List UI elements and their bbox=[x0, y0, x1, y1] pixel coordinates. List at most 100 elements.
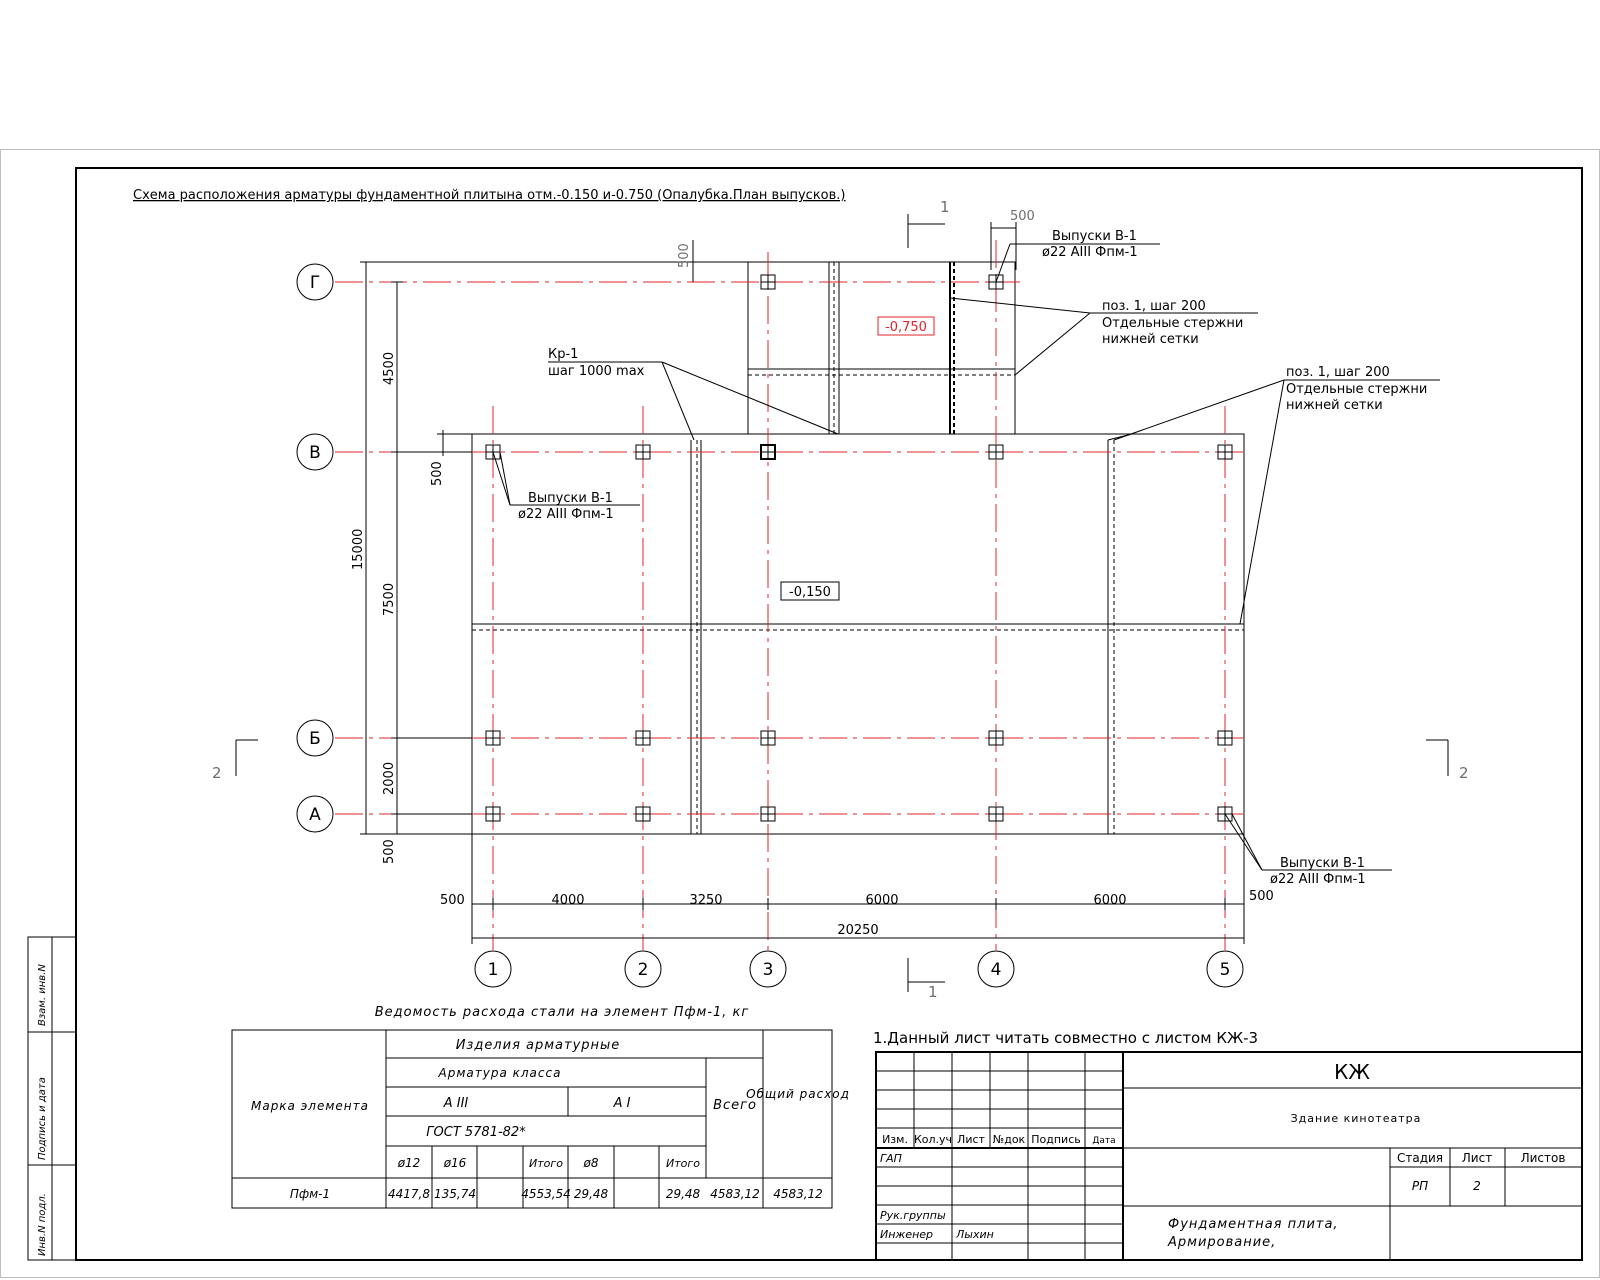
drawing-title: Схема расположения арматуры фундаментной… bbox=[133, 188, 846, 203]
steel-row-general: 4583,12 bbox=[773, 1187, 823, 1201]
steel-subcol-7: Итого bbox=[666, 1157, 700, 1170]
dim-h-500-top: 500 bbox=[1010, 209, 1035, 224]
callout-poz-top-3: нижней сетки bbox=[1102, 332, 1199, 347]
steel-subcol-1: ø12 bbox=[397, 1156, 421, 1170]
side-stamp-inv: Инв.N подл. bbox=[37, 1193, 48, 1256]
dim-h-4000: 4000 bbox=[551, 893, 584, 908]
axis-row-g: Г bbox=[310, 273, 320, 293]
dim-h-6000-b: 6000 bbox=[1093, 893, 1126, 908]
callout-release-right-1: Выпуски В-1 bbox=[1280, 856, 1365, 871]
steel-row-c2: 135,74 bbox=[434, 1187, 476, 1201]
dim-v-500-axis-v: 500 bbox=[430, 461, 445, 486]
side-stamp-replace: Взам. инв.N bbox=[37, 964, 48, 1026]
axis-col-5: 5 bbox=[1220, 960, 1231, 980]
stamp-sheet: 2 bbox=[1473, 1179, 1481, 1193]
horizontal-dimensions: 500 4000 3250 6000 6000 500 20250 500 bbox=[440, 209, 1274, 944]
callout-poz-right-2: Отдельные стержни bbox=[1286, 382, 1427, 397]
sheet-note: 1.Данный лист читать совместно с листом … bbox=[873, 1029, 1258, 1047]
stamp-code: КЖ bbox=[1334, 1060, 1370, 1084]
steel-row-c4: 4553,54 bbox=[521, 1187, 571, 1201]
steel-col-element: Марка элемента bbox=[251, 1099, 369, 1113]
steel-row-c1: 4417,8 bbox=[388, 1187, 430, 1201]
section-marker-1-bottom: 1 bbox=[907, 958, 945, 1001]
steel-row-c5: 29,48 bbox=[574, 1187, 609, 1201]
stamp-title-1: Фундаментная плита, bbox=[1168, 1217, 1339, 1232]
stamp-stage: РП bbox=[1412, 1179, 1428, 1193]
dim-h-500-left: 500 bbox=[440, 893, 465, 908]
callout-poz-top-1: поз. 1, шаг 200 bbox=[1102, 299, 1206, 314]
stamp-sheet-label: Лист bbox=[1462, 1151, 1492, 1165]
stamp-group-head: Рук.группы bbox=[880, 1209, 946, 1222]
column-axis-bubbles: 1 2 3 4 5 bbox=[474, 950, 1244, 988]
callout-poz-right-1: поз. 1, шаг 200 bbox=[1286, 365, 1390, 380]
stamp-engineer-name: Лыхин bbox=[955, 1228, 994, 1241]
dim-h-total: 20250 bbox=[837, 923, 878, 938]
axis-col-2: 2 bbox=[638, 960, 649, 980]
title-block: КЖ Здание кинотеатра Изм. Кол.уч Лист №д… bbox=[875, 1051, 1583, 1261]
vertical-dimensions: 15000 4500 7500 2000 500 500 500 bbox=[351, 240, 748, 864]
steel-subcol-4: Итого bbox=[529, 1157, 563, 1170]
callout-release-right-2: ø22 AIII Фпм-1 bbox=[1270, 872, 1366, 887]
callout-kr-2: шаг 1000 max bbox=[548, 364, 645, 379]
outlet-markers bbox=[485, 274, 1233, 822]
dim-h-500-right: 500 bbox=[1249, 889, 1274, 904]
stamp-header-list: Лист bbox=[957, 1133, 985, 1146]
axis-col-4: 4 bbox=[991, 960, 1002, 980]
axis-row-b: Б bbox=[309, 729, 321, 749]
steel-class-a3: А III bbox=[443, 1096, 469, 1111]
callout-poz-right-3: нижней сетки bbox=[1286, 398, 1383, 413]
page-border bbox=[0, 149, 1600, 1278]
steel-table: Ведомость расхода стали на элемент Пфм-1… bbox=[231, 1005, 850, 1209]
dim-v-500-bottom: 500 bbox=[382, 839, 397, 864]
callout-release-left-2: ø22 AIII Фпм-1 bbox=[518, 507, 614, 522]
callout-release-top-2: ø22 AIII Фпм-1 bbox=[1042, 245, 1138, 260]
section-marker-2-right: 2 bbox=[1426, 739, 1469, 782]
steel-subcol-5: ø8 bbox=[583, 1156, 599, 1170]
dim-v-7500: 7500 bbox=[382, 583, 397, 616]
slab-outline bbox=[471, 261, 1245, 835]
steel-table-caption: Ведомость расхода стали на элемент Пфм-1… bbox=[375, 1005, 749, 1020]
dim-v-total: 15000 bbox=[351, 529, 366, 570]
axis-row-a: А bbox=[309, 805, 321, 825]
section-2-left-label: 2 bbox=[212, 764, 222, 782]
dim-v-500-top: 500 bbox=[677, 243, 692, 268]
steel-gost: ГОСТ 5781-82* bbox=[426, 1125, 526, 1140]
callout-kr-1: Кр-1 bbox=[548, 347, 578, 362]
stamp-header-sign: Подпись bbox=[1031, 1133, 1080, 1146]
side-stamp-sign: Подпись и дата bbox=[37, 1077, 48, 1160]
steel-col-total: Всего bbox=[713, 1098, 757, 1113]
stamp-title-2: Армирование, bbox=[1167, 1235, 1276, 1250]
axis-row-v: В bbox=[309, 443, 321, 463]
axis-col-1: 1 bbox=[488, 960, 499, 980]
elevation-upper-box bbox=[877, 316, 935, 336]
drawing-frame bbox=[75, 167, 1583, 1261]
callout-leaders bbox=[492, 243, 1440, 871]
stamp-header-izm: Изм. bbox=[882, 1133, 908, 1146]
callout-release-left-1: Выпуски В-1 bbox=[528, 491, 613, 506]
stamp-header-koluch: Кол.уч bbox=[914, 1133, 952, 1146]
section-1-top-label: 1 bbox=[940, 198, 950, 216]
axis-col-3: 3 bbox=[763, 960, 774, 980]
dim-h-3250: 3250 bbox=[689, 893, 722, 908]
callout-poz-top-2: Отдельные стержни bbox=[1102, 316, 1243, 331]
section-marker-1-top: 1 bbox=[907, 198, 950, 248]
dim-v-2000: 2000 bbox=[382, 762, 397, 795]
stamp-stage-label: Стадия bbox=[1397, 1151, 1443, 1165]
elevation-lower: -0,150 bbox=[789, 585, 831, 600]
steel-col-general: Общий расход bbox=[746, 1087, 850, 1101]
stamp-sheets-label: Листов bbox=[1521, 1151, 1566, 1165]
steel-class-a1: А I bbox=[613, 1096, 631, 1111]
section-2-right-label: 2 bbox=[1459, 764, 1469, 782]
stamp-header-date: Дата bbox=[1092, 1136, 1115, 1146]
row-axis-bubbles: Г В Б А bbox=[296, 263, 334, 833]
dim-v-4500: 4500 bbox=[382, 352, 397, 385]
callout-release-top-1: Выпуски В-1 bbox=[1052, 229, 1137, 244]
stamp-engineer: Инженер bbox=[880, 1228, 933, 1241]
steel-subgroup: Арматура класса bbox=[438, 1066, 562, 1080]
stamp-building: Здание кинотеатра bbox=[1291, 1112, 1422, 1125]
steel-subcol-2: ø16 bbox=[443, 1156, 467, 1170]
stamp-header-ndoc: №док bbox=[993, 1133, 1026, 1146]
steel-row-c7: 29,48 bbox=[666, 1187, 701, 1201]
side-stamp: Инв.N подл. Подпись и дата Взам. инв.N bbox=[27, 936, 77, 1261]
